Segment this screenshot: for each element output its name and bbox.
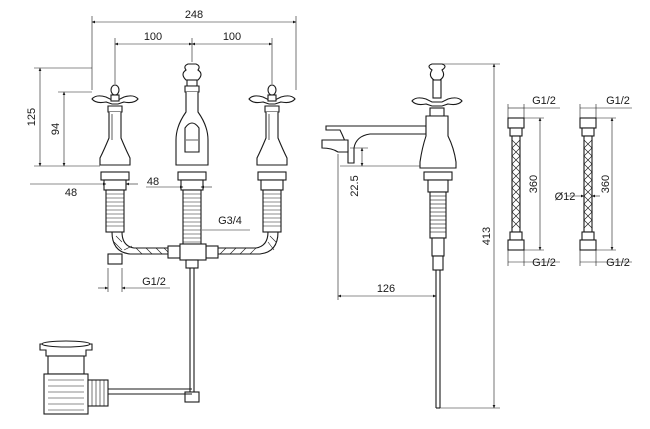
front-view [30, 16, 297, 415]
side-cross-handle [411, 63, 463, 117]
dim-right-spacing: 100 [223, 31, 241, 43]
right-threaded-shank [257, 171, 287, 233]
front-view-dimensions [30, 16, 297, 292]
dim-hose-length-a: 360 [528, 175, 540, 193]
side-view-dimensions [337, 63, 500, 409]
flexible-hose-b [566, 104, 632, 266]
dimension-labels: 248 100 100 125 94 48 48 G3/4 G1/2 22.5 … [26, 9, 630, 295]
dim-left-shank: 48 [65, 187, 77, 199]
center-spout-body [175, 63, 209, 166]
dim-hose-top-thread-b: G1/2 [606, 95, 630, 107]
dim-spout-projection: 22.5 [349, 175, 361, 196]
dim-hose-diameter: Ø12 [555, 191, 576, 203]
dim-left-spacing: 100 [144, 31, 162, 43]
side-view [321, 63, 500, 409]
dim-center-thread: G3/4 [218, 215, 242, 227]
dim-center-shank: 48 [147, 176, 159, 188]
side-threaded-shank [423, 171, 453, 409]
braided-connector-hoses [111, 231, 279, 269]
side-spout [321, 115, 457, 169]
left-cross-handle [91, 84, 139, 166]
dim-outlet-thread: G1/2 [142, 276, 166, 288]
pop-up-waste-assembly [39, 268, 200, 415]
dim-hose-length-b: 360 [600, 175, 612, 193]
flexible-hose-a [507, 104, 560, 266]
right-cross-handle [248, 84, 296, 166]
dim-hose-bottom-thread-b: G1/2 [606, 257, 630, 269]
dim-body-height: 94 [50, 123, 62, 135]
dim-hose-bottom-thread-a: G1/2 [532, 257, 556, 269]
dim-hose-top-thread-a: G1/2 [532, 95, 556, 107]
left-threaded-shank [100, 171, 130, 265]
dim-total-height: 413 [481, 227, 493, 245]
dim-handle-height: 125 [26, 108, 38, 126]
center-threaded-shank [177, 171, 207, 249]
dim-overall-width: 248 [185, 9, 203, 21]
dim-spout-reach: 126 [377, 283, 395, 295]
